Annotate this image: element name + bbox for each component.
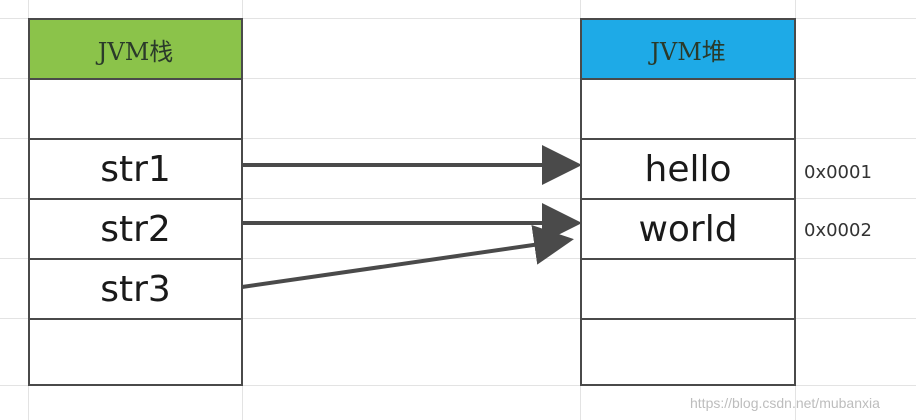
heap-cell-label: hello — [644, 148, 732, 190]
stack-cell-str1: str1 — [28, 138, 243, 200]
jvm-stack-table: JVM栈 str1 str2 str3 — [28, 18, 243, 386]
heap-cell-world: world — [580, 198, 796, 260]
address-hello: 0x0001 — [804, 162, 872, 183]
stack-cell-label: str2 — [100, 208, 171, 250]
jvm-heap-table: JVM堆 hello world — [580, 18, 796, 386]
heap-cell-empty-2 — [580, 318, 796, 386]
watermark-text: https://blog.csdn.net/mubanxia — [690, 395, 880, 411]
stack-cell-label: str3 — [100, 268, 171, 310]
stack-cell-str2: str2 — [28, 198, 243, 260]
heap-cell-empty-top — [580, 78, 796, 140]
heap-cell-label: world — [638, 208, 738, 250]
stack-cell-label: str1 — [100, 148, 171, 190]
stack-cell-empty-bottom — [28, 318, 243, 386]
stack-cell-str3: str3 — [28, 258, 243, 320]
jvm-stack-title: JVM栈 — [97, 37, 174, 66]
heap-cell-empty-1 — [580, 258, 796, 320]
stack-cell-empty-top — [28, 78, 243, 140]
arrow-str3-to-world — [241, 225, 574, 289]
heap-cell-hello: hello — [580, 138, 796, 200]
jvm-stack-header: JVM栈 — [28, 18, 243, 80]
jvm-heap-title: JVM堆 — [650, 37, 726, 66]
address-world: 0x0002 — [804, 220, 872, 241]
jvm-heap-header: JVM堆 — [580, 18, 796, 80]
